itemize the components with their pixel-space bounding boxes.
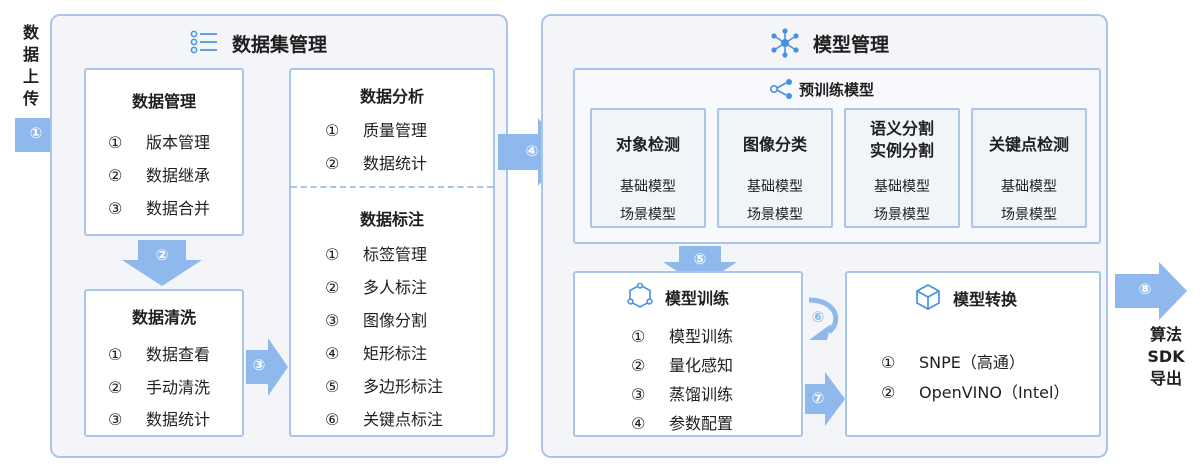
upload-label: 数据上传 <box>22 23 39 108</box>
step-arrow-3: ③ <box>246 338 288 396</box>
training-title: 模型训练 <box>665 289 730 308</box>
arrow-right-icon <box>805 372 845 426</box>
step-arrow-2: ② <box>122 240 202 286</box>
arrow-right-icon <box>1115 262 1187 320</box>
hexagon-nodes-icon <box>627 282 653 313</box>
curved-arrow-icon <box>808 297 839 340</box>
step-badge-1: ① <box>29 124 43 142</box>
step-arrow-8: ⑧ <box>1115 262 1187 320</box>
model-card: 图像分类 基础模型 场景模型 <box>717 108 833 228</box>
arrow-right-icon <box>246 338 288 396</box>
data-manage-title: 数据管理 <box>131 92 196 111</box>
pretrained-title: 预训练模型 <box>799 81 875 99</box>
model-card: 关键点检测 基础模型 场景模型 <box>971 108 1087 228</box>
data-label-title: 数据标注 <box>359 210 424 229</box>
step-badge-3: ③ <box>252 356 266 374</box>
model-card: 对象检测 基础模型 场景模型 <box>590 108 706 228</box>
data-analysis-title: 数据分析 <box>359 87 424 106</box>
cube-icon <box>915 283 941 315</box>
network-icon <box>769 28 801 62</box>
step-badge-6: ⑥ <box>811 308 825 326</box>
model-panel-title: 模型管理 <box>813 34 890 56</box>
data-clean-title: 数据清洗 <box>131 308 196 327</box>
dataset-panel-title: 数据集管理 <box>232 34 328 56</box>
pretrained-box: 预训练模型 对象检测 基础模型 场景模型 图像分类 基础模型 场景模型 语义分割… <box>573 68 1101 244</box>
model-panel: 模型管理 预训练模型 对象检测 基础模型 场景模型 图像分类 基础模型 场景模型… <box>541 14 1108 458</box>
step-badge-7: ⑦ <box>811 389 825 407</box>
arrow-down-icon <box>663 246 737 286</box>
step-arrow-5: ⑤ <box>663 246 737 286</box>
divider <box>291 186 493 188</box>
export-label: 算法 SDK 导出 <box>1147 325 1185 388</box>
step-badge-8: ⑧ <box>1138 280 1152 298</box>
step-badge-5: ⑤ <box>693 250 707 268</box>
step-arrow-6: ⑥ <box>805 296 845 346</box>
arrow-down-icon <box>122 240 202 286</box>
conversion-title: 模型转换 <box>953 290 1018 309</box>
list-icon <box>190 29 218 59</box>
step-badge-4: ④ <box>525 142 539 160</box>
step-badge-2: ② <box>155 246 169 264</box>
model-card: 语义分割 实例分割 基础模型 场景模型 <box>844 108 960 228</box>
step-arrow-7: ⑦ <box>805 372 845 426</box>
share-icon <box>769 78 795 104</box>
